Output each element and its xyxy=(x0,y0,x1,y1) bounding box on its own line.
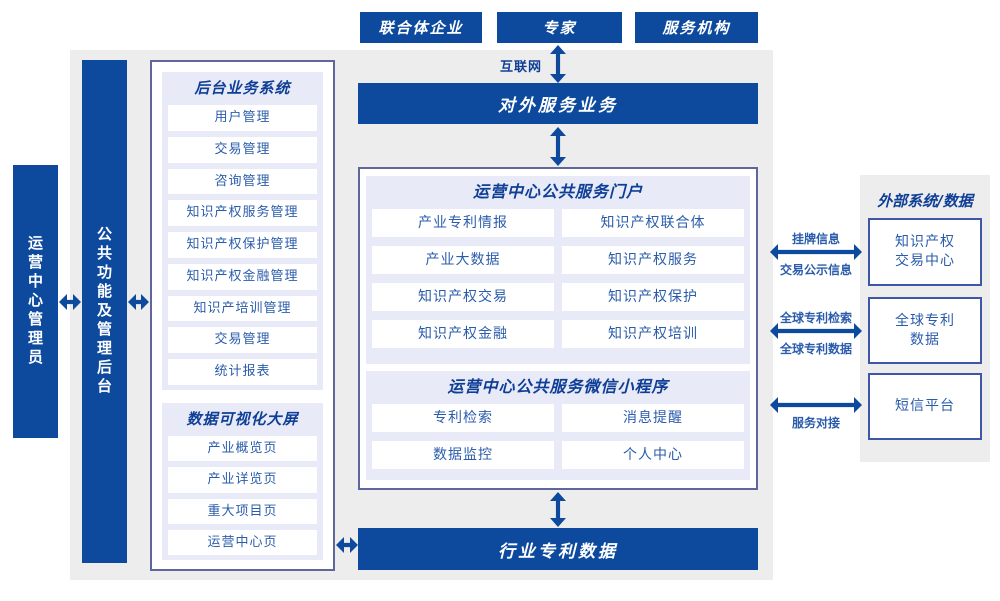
portal-item: 知识产权服务 xyxy=(562,246,744,274)
arrow-admin-backend-icon xyxy=(59,294,81,310)
trade-publicity-label: 交易公示信息 xyxy=(779,263,852,277)
portal-item: 知识产权交易 xyxy=(372,283,554,311)
arrow-portal-industry-icon xyxy=(550,492,566,527)
external-panel-title: 外部系统/数据 xyxy=(877,192,973,210)
external-system-global-patent-data: 全球专利数据 xyxy=(868,297,982,364)
backend-item: 知识产权服务管理 xyxy=(168,200,317,227)
internet-label: 互联网 xyxy=(499,60,542,75)
portal-item: 知识产权金融 xyxy=(372,320,554,348)
actor-consortium-enterprise: 联合体企业 xyxy=(360,12,482,43)
miniprogram-section: 运营中心公共服务微信小程序 专利检索 消息提醒 数据监控 个人中心 xyxy=(366,371,750,480)
actor-service-agency: 服务机构 xyxy=(635,12,758,43)
external-system-label: 知识产权交易中心 xyxy=(895,234,955,269)
operator-admin-column: 运营中心管理员 xyxy=(13,165,58,438)
backend-item: 用户管理 xyxy=(168,105,317,131)
miniprogram-item: 专利检索 xyxy=(372,404,554,432)
backend-item: 咨询管理 xyxy=(168,168,317,195)
public-backend-column: 公共功能及管理后台 xyxy=(82,60,127,563)
dataviz-item: 产业概览页 xyxy=(168,436,317,462)
service-connection-label: 服务对接 xyxy=(791,416,840,430)
portal-item: 知识产权保护 xyxy=(562,283,744,311)
dataviz-section: 数据可视化大屏 产业概览页 产业详览页 重大项目页 运营中心页 xyxy=(162,403,323,560)
backend-item: 交易管理 xyxy=(168,327,317,354)
backend-item: 交易管理 xyxy=(168,136,317,163)
portal-item: 产业专利情报 xyxy=(372,209,554,237)
external-service-bar: 对外服务业务 xyxy=(358,83,758,124)
global-patent-data-label: 全球专利数据 xyxy=(779,342,852,356)
miniprogram-item: 消息提醒 xyxy=(562,404,744,432)
external-system-label: 全球专利数据 xyxy=(895,312,955,348)
portal-item: 知识产权联合体 xyxy=(562,209,744,237)
arrow-sms-platform-icon xyxy=(770,397,862,413)
portal-item: 知识产权培训 xyxy=(562,320,744,348)
actor-expert: 专家 xyxy=(497,12,622,43)
arrow-backend-container-icon xyxy=(128,294,149,310)
backend-item: 知识产权保护管理 xyxy=(168,232,317,258)
dataviz-item: 运营中心页 xyxy=(168,529,317,555)
backend-item: 统计报表 xyxy=(168,359,317,386)
miniprogram-title: 运营中心公共服务微信小程序 xyxy=(447,377,669,396)
miniprogram-item: 个人中心 xyxy=(562,441,744,469)
external-system-label: 短信平台 xyxy=(895,398,955,415)
backend-item: 知识产权金融管理 xyxy=(168,263,317,290)
industry-patent-data-bar: 行业专利数据 xyxy=(358,528,758,570)
listing-info-label: 挂牌信息 xyxy=(791,232,840,246)
portal-item: 产业大数据 xyxy=(372,246,554,274)
arrow-container-industry-icon xyxy=(336,537,358,553)
miniprogram-item: 数据监控 xyxy=(372,441,554,469)
dataviz-item: 产业详览页 xyxy=(168,467,317,493)
global-patent-search-label: 全球专利检索 xyxy=(779,311,852,325)
external-system-ip-trade-center: 知识产权交易中心 xyxy=(868,218,982,286)
dataviz-title: 数据可视化大屏 xyxy=(186,410,299,428)
backend-system-title: 后台业务系统 xyxy=(194,79,291,97)
portal-title: 运营中心公共服务门户 xyxy=(472,182,643,201)
backend-system-section: 后台业务系统 用户管理 交易管理 咨询管理 知识产权服务管理 知识产权保护管理 … xyxy=(162,72,323,390)
backend-item: 知识产培训管理 xyxy=(168,295,317,322)
external-system-sms-platform: 短信平台 xyxy=(868,373,982,440)
dataviz-item: 重大项目页 xyxy=(168,498,317,524)
portal-section: 运营中心公共服务门户 产业专利情报 知识产权联合体 产业大数据 知识产权服务 知… xyxy=(366,176,750,364)
